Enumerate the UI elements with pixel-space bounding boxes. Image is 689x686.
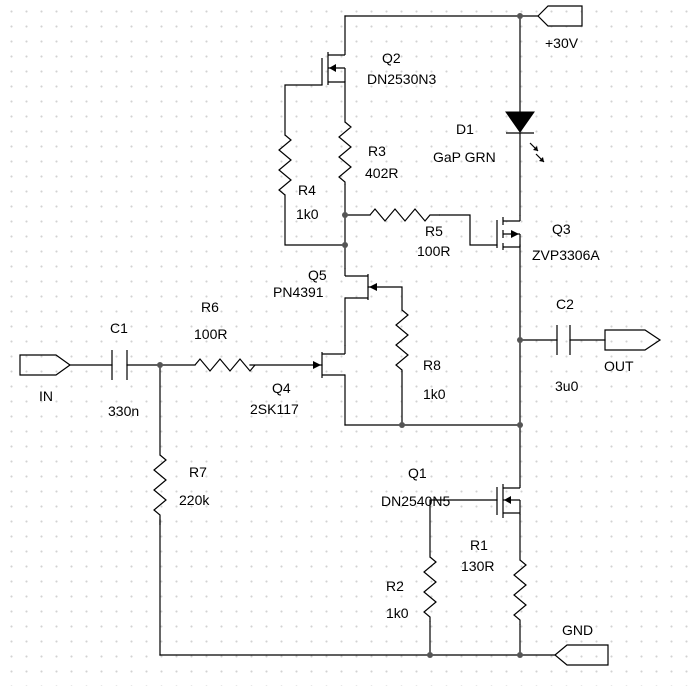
q1-ref-label: Q1 xyxy=(408,465,427,481)
mosfet-q2 xyxy=(321,50,346,85)
r8-value-label: 1k0 xyxy=(423,386,446,402)
mosfet-q3 xyxy=(496,215,521,250)
r1-ref-label: R1 xyxy=(470,537,488,553)
junction-dot xyxy=(517,652,523,658)
jfet-q5 xyxy=(344,268,377,300)
r2-ref-label: R2 xyxy=(386,578,404,594)
junctions xyxy=(157,13,523,658)
capacitor-c2 xyxy=(556,325,571,355)
led-d1 xyxy=(505,111,545,163)
port-in-flag xyxy=(19,354,72,376)
r4-ref-label: R4 xyxy=(298,182,316,198)
jfet-q4 xyxy=(313,345,346,378)
q3-ref-label: Q3 xyxy=(552,221,571,237)
q5-ref-label: Q5 xyxy=(308,267,327,283)
in-port-label: IN xyxy=(39,388,53,404)
vplus-port-label: +30V xyxy=(545,35,579,51)
junction-dot xyxy=(342,242,348,248)
wire-q2-gate xyxy=(284,84,323,136)
gnd-port-label: GND xyxy=(562,622,594,638)
d1-ref-label: D1 xyxy=(456,121,474,137)
wire-r4-bottom xyxy=(284,194,346,246)
wire-r5-to-q3-gate xyxy=(439,214,498,246)
resistor-r5 xyxy=(369,208,440,222)
port-vplus-flag xyxy=(537,5,583,27)
resistor-r8 xyxy=(395,309,409,372)
mosfet-q1 xyxy=(496,484,521,518)
resistors xyxy=(153,121,527,625)
r7-ref-label: R7 xyxy=(189,464,207,480)
out-port-label: OUT xyxy=(604,358,634,374)
capacitor-c1 xyxy=(111,350,128,380)
c2-value-label: 3u0 xyxy=(555,378,579,394)
junction-dot xyxy=(517,13,523,19)
q2-ref-label: Q2 xyxy=(382,50,401,66)
wire-q1-gate xyxy=(429,499,498,558)
junction-dot xyxy=(342,212,348,218)
resistor-r2 xyxy=(423,556,437,622)
junction-dot xyxy=(517,422,523,428)
r6-value-label: 100R xyxy=(194,326,228,342)
resistor-r4 xyxy=(278,134,292,196)
junction-dot xyxy=(517,337,523,343)
q4-value-label: 2SK117 xyxy=(250,401,299,417)
d1-value-label: GaP GRN xyxy=(433,149,496,165)
port-gnd-flag xyxy=(554,644,609,666)
q3-value-label: ZVP3306A xyxy=(532,247,600,263)
c2-ref-label: C2 xyxy=(556,296,574,312)
resistor-r6 xyxy=(194,358,256,372)
r2-value-label: 1k0 xyxy=(386,605,409,621)
resistor-r1 xyxy=(513,559,527,625)
r6-ref-label: R6 xyxy=(201,299,219,315)
wires xyxy=(69,15,606,656)
r3-value-label: 402R xyxy=(365,165,399,181)
ports xyxy=(19,5,662,666)
capacitors xyxy=(111,325,571,380)
r3-ref-label: R3 xyxy=(368,143,386,159)
r4-value-label: 1k0 xyxy=(296,206,319,222)
resistor-r3 xyxy=(338,121,352,185)
r8-ref-label: R8 xyxy=(423,357,441,373)
port-out-flag xyxy=(604,329,662,351)
r1-value-label: 130R xyxy=(461,558,495,574)
junction-dot xyxy=(399,422,405,428)
resistor-r7 xyxy=(153,454,167,525)
q1-value-label: DN2540N5 xyxy=(381,493,451,509)
r7-value-label: 220k xyxy=(179,492,210,508)
c1-value-label: 330n xyxy=(108,403,140,419)
q5-value-label: PN4391 xyxy=(273,284,324,300)
r5-ref-label: R5 xyxy=(425,223,443,239)
r5-value-label: 100R xyxy=(417,243,451,259)
junction-dot xyxy=(157,362,163,368)
junction-dot xyxy=(427,652,433,658)
light-emission-icon xyxy=(529,142,545,163)
q2-value-label: DN2530N3 xyxy=(367,71,437,87)
wire-q5-gate xyxy=(367,286,403,311)
q4-ref-label: Q4 xyxy=(272,380,291,396)
c1-ref-label: C1 xyxy=(110,320,128,336)
